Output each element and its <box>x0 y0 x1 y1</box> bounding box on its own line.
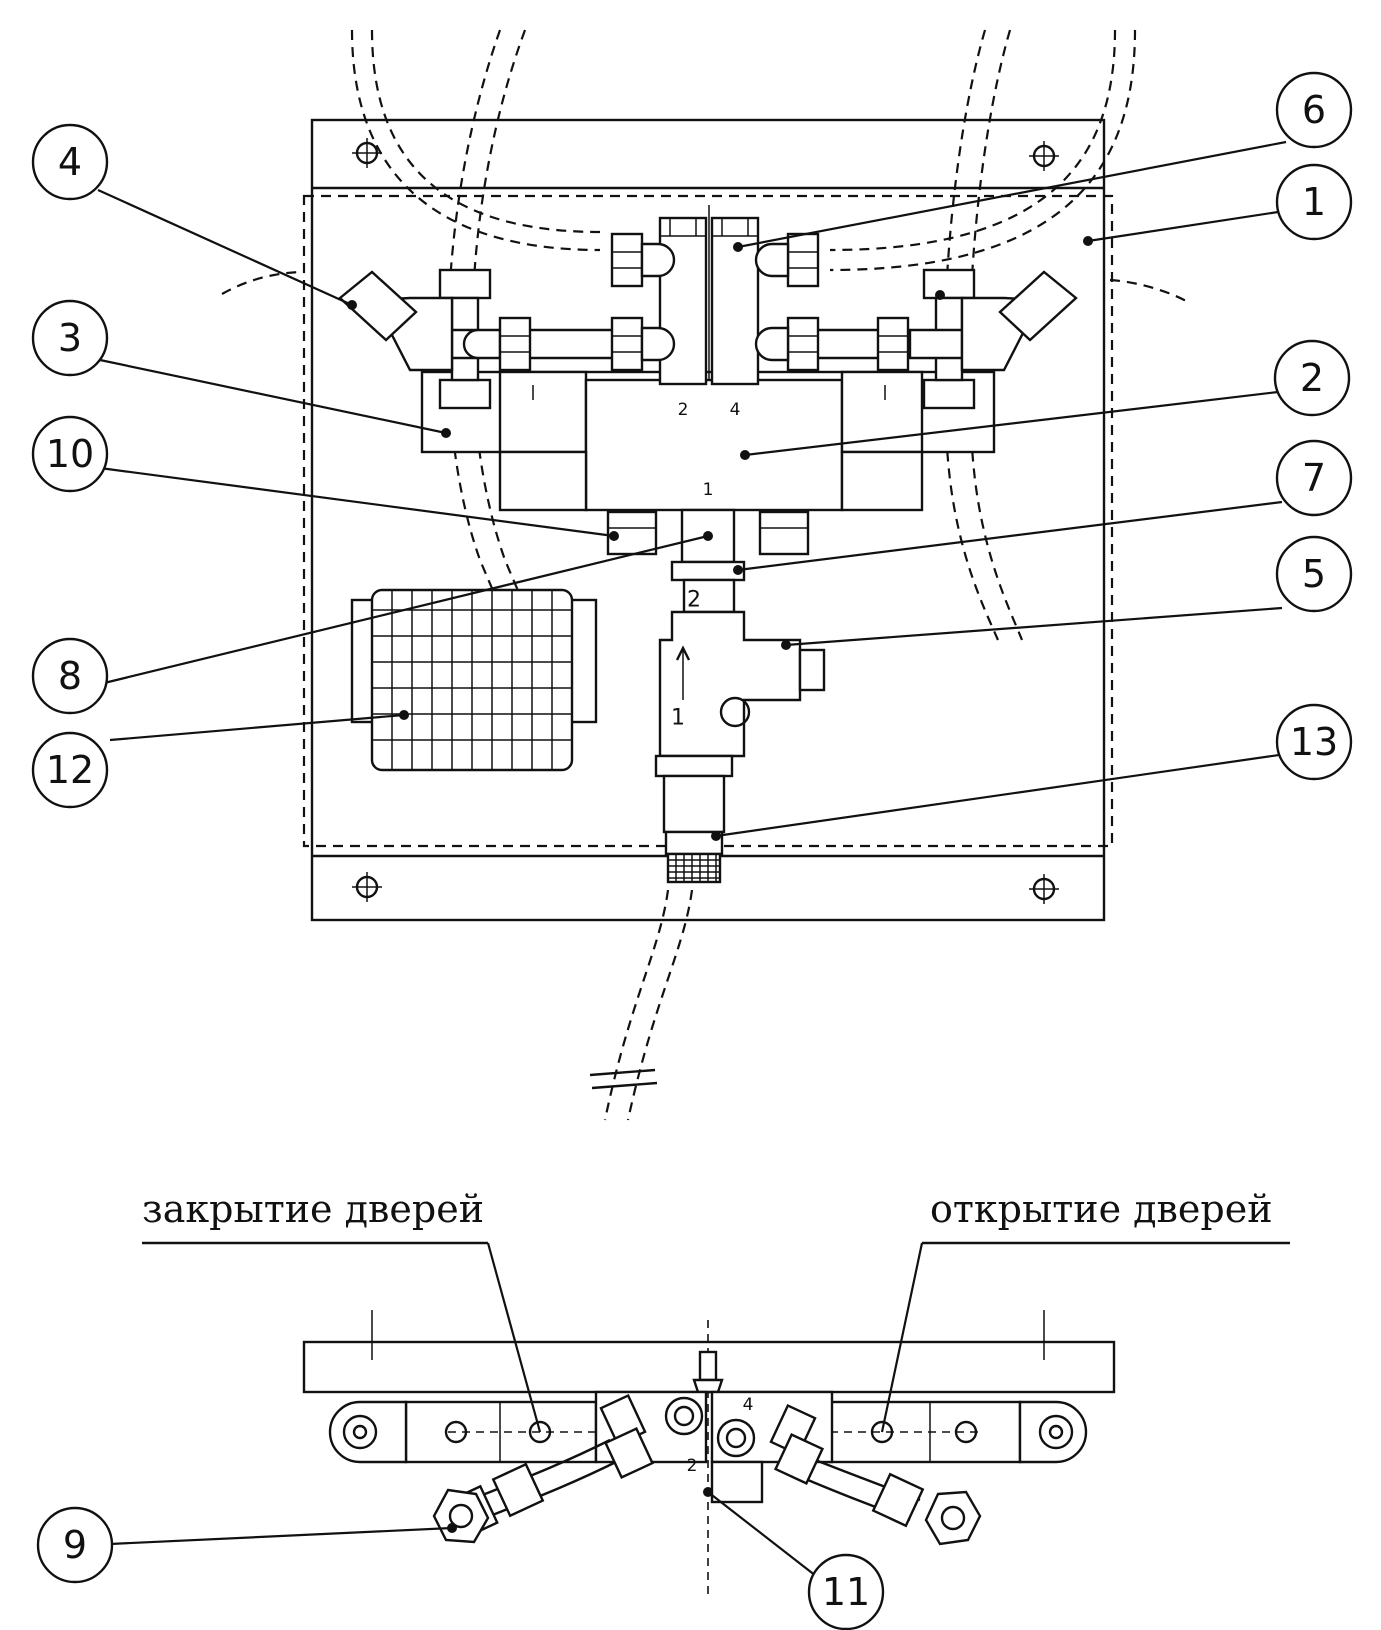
svg-text:3: 3 <box>58 316 82 360</box>
caption-opening: открытие дверей <box>930 1187 1273 1231</box>
tee-fitting: 2 1 <box>654 560 826 884</box>
left-fitting-cluster <box>338 268 532 410</box>
svg-text:2: 2 <box>1300 356 1324 400</box>
callout-6: 6 <box>1275 71 1353 149</box>
callout-1: 1 <box>1275 163 1353 241</box>
travel-arc-right <box>1109 278 1189 303</box>
right-fitting-cluster <box>876 268 1078 410</box>
distributor-blocks <box>658 205 760 386</box>
callout-10: 10 <box>31 415 109 493</box>
filter-block <box>350 588 598 772</box>
callout-leaders <box>97 140 1287 1577</box>
svg-text:4: 4 <box>58 140 82 184</box>
callout-2: 2 <box>1273 339 1351 417</box>
bottom-port-4-label: 4 <box>743 1395 754 1415</box>
distributor-fittings <box>610 232 820 372</box>
caption-closing: закрытие дверей <box>142 1187 484 1231</box>
callout-3: 3 <box>31 299 109 377</box>
svg-text:8: 8 <box>58 654 82 698</box>
callout-11: 11 <box>807 1553 885 1630</box>
svg-text:11: 11 <box>822 1570 870 1614</box>
tee-port-2-label: 2 <box>687 588 701 613</box>
svg-text:12: 12 <box>46 748 94 792</box>
mounting-plate-outer <box>310 118 1106 922</box>
callout-12: 12 <box>31 731 109 809</box>
svg-text:9: 9 <box>63 1523 87 1567</box>
callout-13: 13 <box>1275 703 1353 781</box>
bottom-left-tube <box>432 1393 655 1544</box>
svg-text:13: 13 <box>1290 720 1338 764</box>
bottom-view: 4 2 закрытие дверей отк <box>142 1187 1290 1600</box>
bottom-right-tube <box>769 1403 982 1546</box>
callout-4: 4 <box>31 123 109 201</box>
callout-8: 8 <box>31 637 109 715</box>
svg-text:6: 6 <box>1302 88 1326 132</box>
bottom-port-2-label: 2 <box>687 1456 698 1476</box>
callout-5: 5 <box>1275 535 1353 613</box>
svg-text:5: 5 <box>1302 552 1326 596</box>
valve-port-1-label: 1 <box>703 480 714 500</box>
svg-text:7: 7 <box>1302 456 1326 500</box>
main-valve-body: 2 4 1 <box>420 370 996 512</box>
tee-port-1-label: 1 <box>671 706 685 731</box>
valve-port-2-label: 2 <box>678 400 689 420</box>
caption-closing-leader <box>486 1242 542 1433</box>
svg-text:1: 1 <box>1302 180 1326 224</box>
svg-text:10: 10 <box>46 432 94 476</box>
valve-bottom-fittings <box>606 508 810 564</box>
valve-port-4-label: 4 <box>730 400 741 420</box>
callout-7: 7 <box>1275 439 1353 517</box>
side-tubes <box>530 328 878 360</box>
caption-opening-leader <box>880 1242 924 1433</box>
top-view: 2 4 1 <box>221 29 1189 1121</box>
callout-9: 9 <box>36 1506 114 1584</box>
travel-arc-left <box>221 270 306 295</box>
